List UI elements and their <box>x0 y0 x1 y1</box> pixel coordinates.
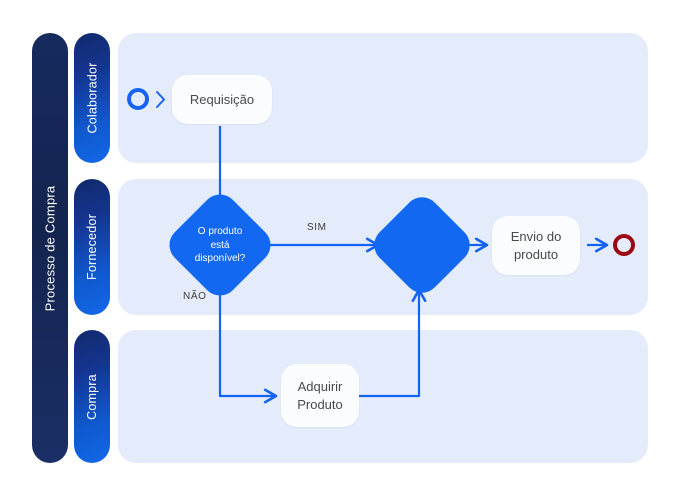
lane-label-colaborador: Colaborador <box>85 62 99 134</box>
gateway-decision-line1: O produto <box>197 225 243 237</box>
lane-label-fornecedor: Fornecedor <box>85 214 99 280</box>
end-event-icon[interactable] <box>613 234 635 256</box>
task-adquirir-produto[interactable]: Adquirir Produto <box>281 364 359 427</box>
gateway-decision-label: O produto está disponível? <box>195 225 246 266</box>
lane-body-compra <box>118 330 648 463</box>
task-requisicao-label: Requisição <box>189 91 255 107</box>
task-envio-line2: produto <box>513 246 559 262</box>
start-event-icon[interactable] <box>127 88 149 110</box>
lane-label-compra: Compra <box>85 373 100 420</box>
lane-label-bar-fornecedor: Fornecedor <box>74 179 110 315</box>
task-requisicao[interactable]: Requisição <box>172 75 272 124</box>
task-adquirir-label: Adquirir Produto <box>297 378 343 413</box>
task-adquirir-line2: Produto <box>297 396 343 412</box>
gateway-decision-line3: disponível? <box>194 252 246 264</box>
flow-label-sim: SIM <box>307 222 327 233</box>
task-adquirir-line1: Adquirir <box>297 378 343 394</box>
gateway-decision-line2: está <box>210 239 230 251</box>
task-envio-do-produto[interactable]: Envio do produto <box>492 216 580 275</box>
lane-label-bar-colaborador: Colaborador <box>74 33 110 163</box>
flow-label-nao: NÃO <box>183 291 207 302</box>
pool-label-bar: Processo de Compra <box>32 33 68 463</box>
lane-label-bar-compra: Compra <box>74 330 110 463</box>
task-envio-line1: Envio do <box>510 228 562 244</box>
task-envio-label: Envio do produto <box>511 228 562 263</box>
pool-label: Processo de Compra <box>42 185 58 311</box>
